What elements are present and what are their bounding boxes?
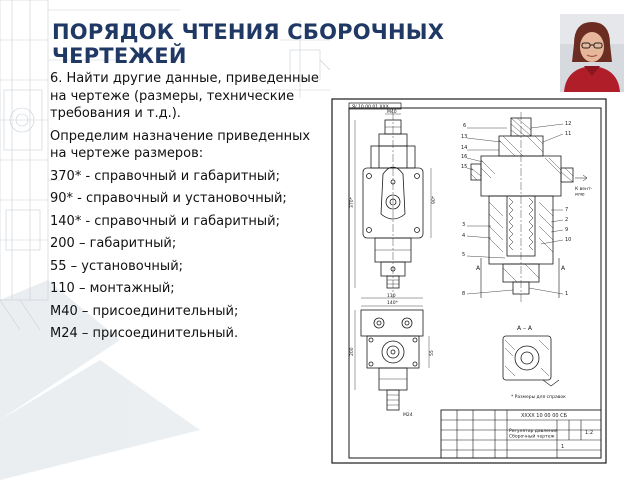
dimension-item: 200 – габаритный; xyxy=(50,236,177,251)
dim-label: 140* xyxy=(387,300,399,306)
leader-number: 8 xyxy=(462,291,465,297)
dim-label: 370* xyxy=(349,196,355,208)
dimension-item: M40 – присоединительный; xyxy=(50,303,239,319)
dim-label: М24 xyxy=(403,412,413,418)
leader-number: 6 xyxy=(463,123,466,129)
dimension-item: M24 – присоединительный. xyxy=(50,326,239,341)
leader-number: 7 xyxy=(565,207,568,213)
leader-number: 11 xyxy=(565,131,571,137)
leader-number: 13 xyxy=(461,134,467,140)
step-text: 6. Найти другие данные, приведенные на ч… xyxy=(50,71,319,121)
slide-title: ПОРЯДОК ЧТЕНИЯ СБОРОЧНЫХ ЧЕРТЕЖЕЙ xyxy=(52,20,445,68)
leader-number: 16 xyxy=(461,154,467,160)
section-view: А А 6 13 14 16 15 3 4 5 8 12 xyxy=(461,112,593,303)
assembly-drawing: Я/ 10 00 01 ХХХ М40 370* 90* xyxy=(331,98,607,464)
side-note: К вент-илю xyxy=(575,186,593,198)
leader-number: 4 xyxy=(462,233,465,239)
dimension-item: 90* - справочный и установочный; xyxy=(50,191,287,206)
content-text: 6. Найти другие данные, приведенные на ч… xyxy=(50,70,325,343)
presenter-photo xyxy=(560,14,624,92)
leader-number: 15 xyxy=(461,164,467,170)
frame-code: Я/ 10 00 01 ХХХ xyxy=(352,104,389,110)
dimension-item: 110 – монтажный; xyxy=(50,281,175,296)
dimension-item: 55 – установочный; xyxy=(50,258,184,274)
title-block-scale: 1:2 xyxy=(585,430,593,436)
title-block-code: ХХХХ 10 00 00 СБ xyxy=(521,413,568,419)
leader-number: 10 xyxy=(565,237,571,243)
top-view: 140* 200 55 110 М24 xyxy=(349,293,435,418)
dim-label: 90* xyxy=(431,195,437,204)
title-block-sheet: 1 xyxy=(561,444,564,450)
dim-label: 110 xyxy=(387,293,396,299)
dim-label: 55 xyxy=(429,350,435,356)
leader-number: 14 xyxy=(461,145,467,151)
leader-number: 2 xyxy=(565,217,568,223)
section-a-a: А – А * Размеры для справок xyxy=(502,325,566,400)
dimension-item: 370* - справочный и габаритный; xyxy=(50,168,281,184)
section-label: А – А xyxy=(517,325,533,332)
leader-number: 1 xyxy=(565,291,568,297)
section-mark: А xyxy=(561,265,566,272)
dim-label: М40 xyxy=(387,109,397,115)
leader-number: 5 xyxy=(462,252,465,258)
dimension-item: 140* - справочный и габаритный; xyxy=(50,213,281,229)
dim-label: 200 xyxy=(349,347,355,356)
section-mark: А xyxy=(476,265,481,272)
leader-number: 12 xyxy=(565,121,571,127)
intro-text: Определим назначение приведенных на черт… xyxy=(50,128,311,162)
footnote: * Размеры для справок xyxy=(511,394,566,400)
leader-number: 9 xyxy=(565,227,568,233)
leader-number: 3 xyxy=(462,222,465,228)
front-view: М40 370* 90* xyxy=(349,109,437,298)
